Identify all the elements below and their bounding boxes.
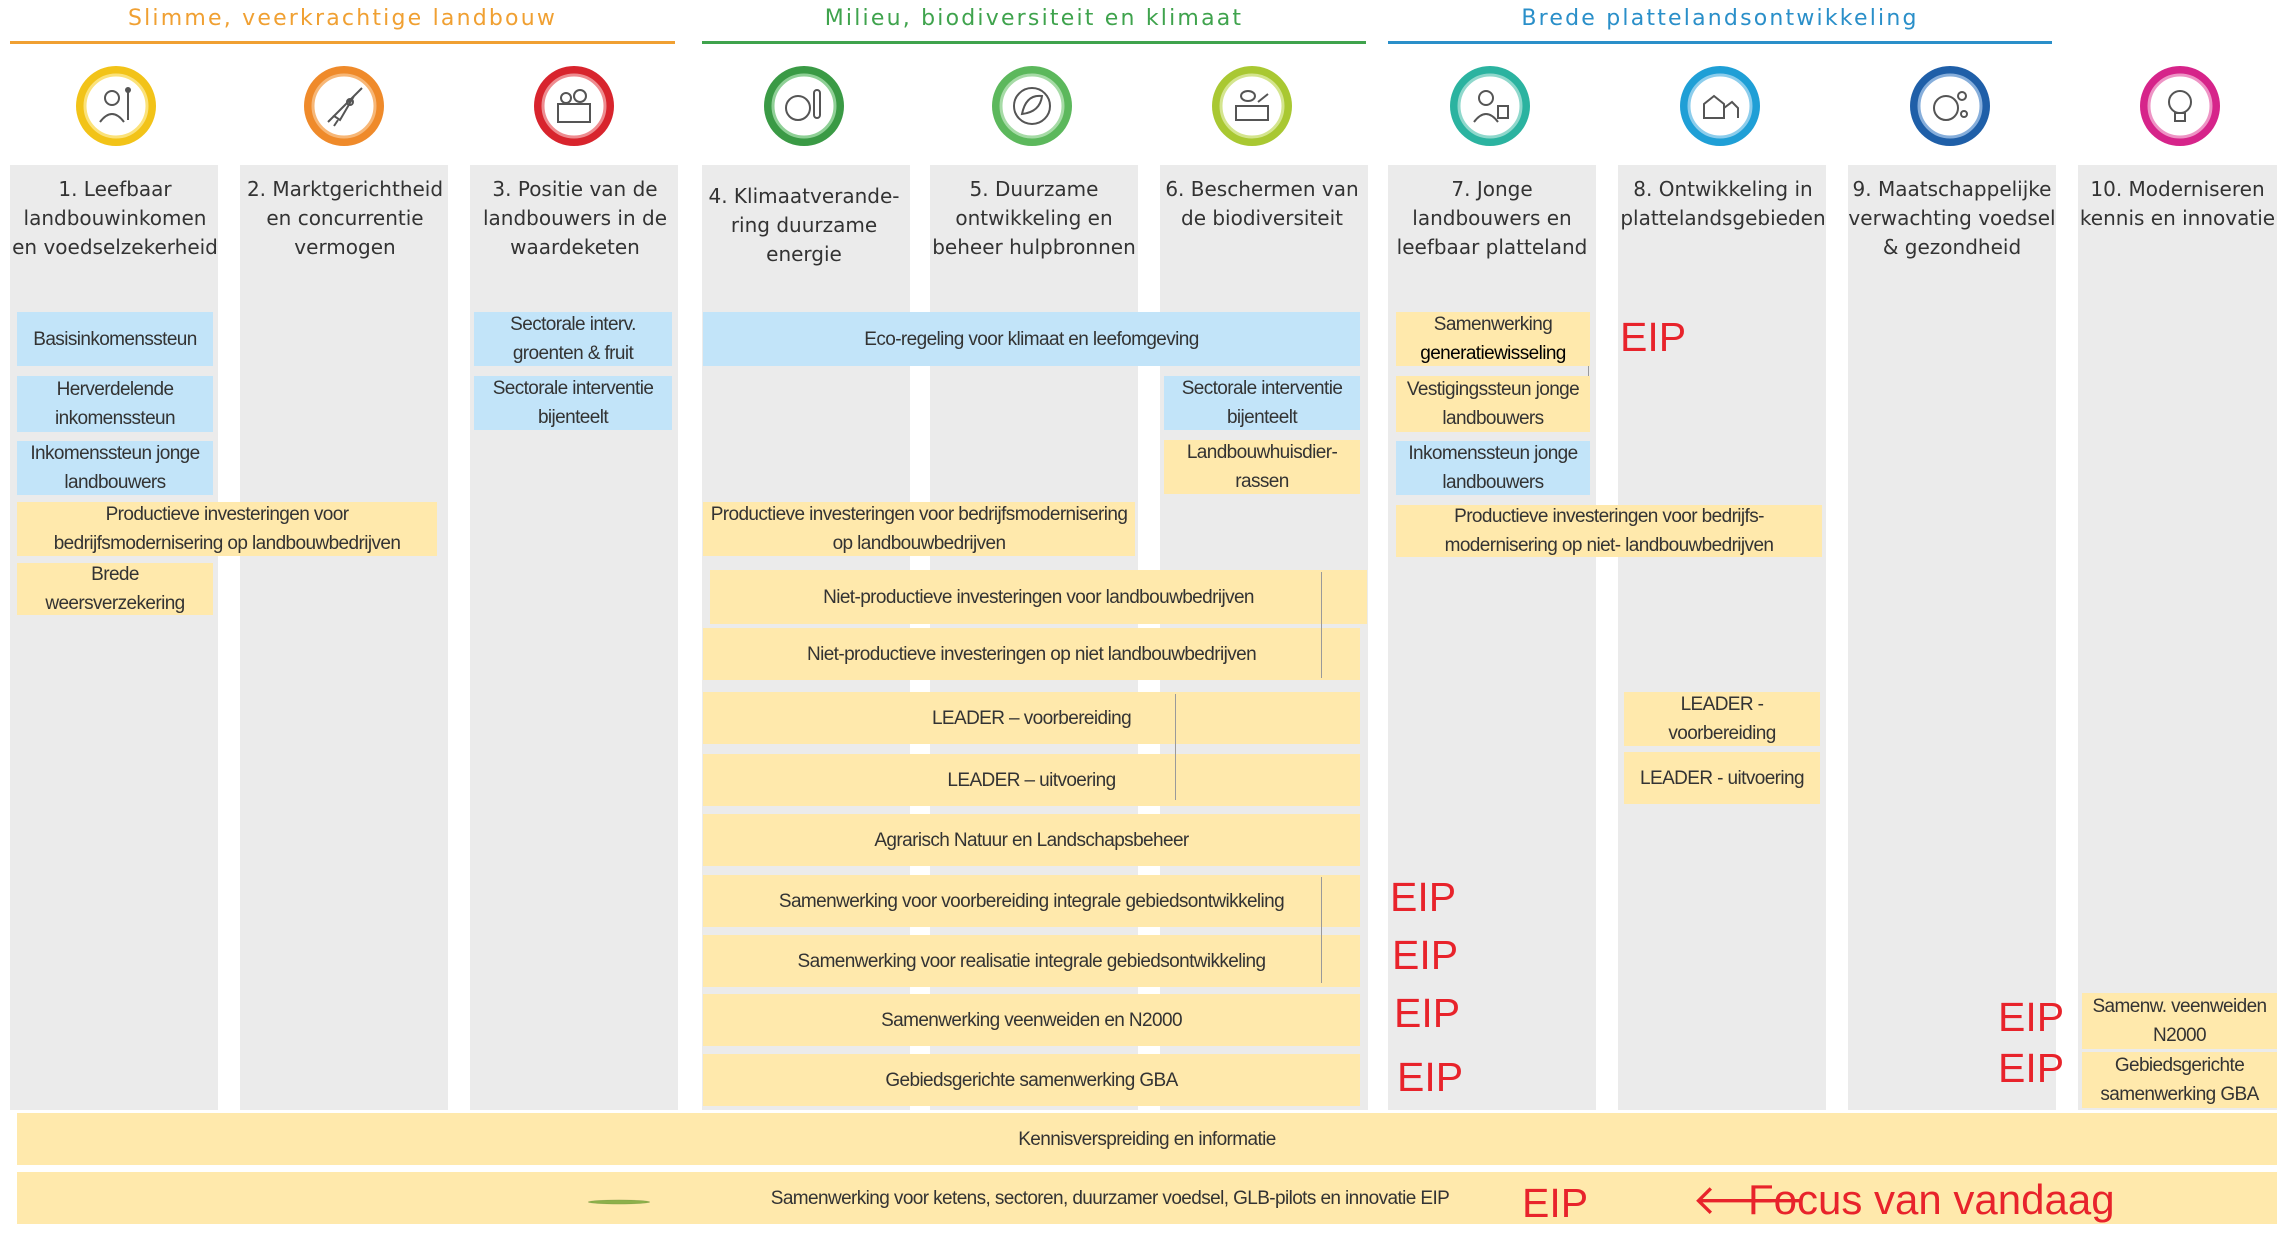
intervention-niet-productieve-niet-landbouw: Niet-productieve investeringen op niet l… <box>703 628 1360 680</box>
intervention-inkomenssteun-jonge-landbouwers: Inkomenssteun jonge landbouwers <box>17 441 213 495</box>
group-underline <box>1388 41 2052 44</box>
intervention-vestigingssteun: Vestigingssteun jonge landbouwers <box>1396 376 1590 432</box>
intervention-sectorale-groenten-fruit: Sectorale interv. groenten & fruit <box>474 312 672 366</box>
objective-column <box>470 165 678 1110</box>
leaf-icon <box>992 66 1072 146</box>
eip-label: EIP <box>1397 1054 1464 1100</box>
divider-line <box>1588 312 1589 422</box>
box-line: Samenwerking <box>1433 314 1553 335</box>
objective-title-3: 3. Positie van de landbouwers in de waar… <box>482 177 668 259</box>
objective-column <box>240 165 448 1110</box>
intervention-productieve-investeringen: Productieve investeringen voor bedrijfsm… <box>17 502 437 556</box>
intervention-leader-uitvoering: LEADER - uitvoering <box>1624 752 1820 804</box>
eip-label: EIP <box>1394 990 1461 1036</box>
eip-label: EIP <box>1620 314 1687 360</box>
focus-label: Focus van vandaag <box>1748 1176 2115 1223</box>
intervention-leader-voorbereiding: LEADER – voorbereiding <box>703 692 1360 744</box>
intervention-sectorale-bijenteelt: Sectorale interventie bijenteelt <box>1164 376 1360 430</box>
intervention-inkomenssteun-jonge-landbouwers: Inkomenssteun jonge landbouwers <box>1396 441 1590 495</box>
objective-column <box>1618 165 1826 1110</box>
intervention-niet-productieve-investeringen: Niet-productieve investeringen voor land… <box>710 570 1367 624</box>
intervention-samenwerking-voorbereiding: Samenwerking voor voorbereiding integral… <box>703 875 1360 927</box>
objective-column <box>1848 165 2056 1110</box>
intervention-agrarisch-natuurbeheer: Agrarisch Natuur en Landschapsbeheer <box>703 814 1360 866</box>
intervention-ketens-row <box>17 1172 2277 1224</box>
intervention-samenwerking-ketens: Samenwerking voor ketens, sectoren, duur… <box>770 1187 1450 1209</box>
intervention-samenw-veenweiden: Samenw. veenweiden N2000 <box>2082 993 2277 1049</box>
objective-title-2: 2. Marktgerichtheid en concurrentie verm… <box>246 177 444 259</box>
basket-icon <box>534 66 614 146</box>
eip-label: EIP <box>1392 932 1459 978</box>
intervention-sectorale-bijenteelt: Sectorale interventie bijenteelt <box>474 376 672 430</box>
intervention-herverdelende-inkomenssteun: Herverdelende inkomenssteun <box>17 376 213 432</box>
young-farmer-icon <box>1450 66 1530 146</box>
intervention-productieve-investeringen: Productieve investeringen voor bedrijfsm… <box>703 502 1135 556</box>
eip-label: EIP <box>1998 994 2065 1040</box>
box-line-bold: generatiewisseling <box>1420 343 1566 364</box>
village-icon <box>1680 66 1760 146</box>
objective-title-9: 9. Maatschappelijke verwachting voedsel … <box>1848 177 2056 259</box>
intervention-leader-uitvoering: LEADER – uitvoering <box>703 754 1360 806</box>
divider-line <box>1321 572 1322 678</box>
intervention-eco-regeling: Eco-regeling voor klimaat en leefomgevin… <box>703 312 1360 366</box>
intervention-basisinkomenssteun: Basisinkomenssteun <box>17 312 213 366</box>
intervention-leader-voorbereiding: LEADER - voorbereiding <box>1624 692 1820 746</box>
lightbulb-icon <box>2140 66 2220 146</box>
objective-title-6: 6. Beschermen van de biodiversiteit <box>1165 177 1359 230</box>
focus-arrow-icon: 🡐 <box>1692 1176 1805 1223</box>
divider-line <box>1175 694 1176 800</box>
climate-icon <box>764 66 844 146</box>
objective-title-7: 7. Jonge landbouwers en leefbaar plattel… <box>1396 177 1588 259</box>
intervention-productieve-investeringen-niet-landbouw: Productieve investeringen voor bedrijfs-… <box>1396 505 1822 557</box>
eip-label: EIP <box>1390 874 1457 920</box>
intervention-gebiedsgerichte-samenwerking: Gebiedsgerichte samenwerking GBA <box>2082 1052 2277 1108</box>
focus-ellipse <box>588 1199 650 1205</box>
objective-title-8: 8. Ontwikkeling in plattelandsgebieden <box>1620 177 1826 230</box>
divider-line <box>1321 877 1322 983</box>
group-title-rural-development: Brede plattelandsontwikkeling <box>1521 6 1919 31</box>
intervention-gebiedsgerichte-samenwerking: Gebiedsgerichte samenwerking GBA <box>703 1054 1360 1106</box>
objective-title-10: 10. Moderniseren kennis en innovatie <box>2079 177 2276 230</box>
rocket-icon <box>304 66 384 146</box>
eip-label: EIP <box>1998 1045 2065 1091</box>
objective-title-5: 5. Duurzame ontwikkeling en beheer hulpb… <box>932 177 1136 259</box>
group-title-smart-agriculture: Slimme, veerkrachtige landbouw <box>127 6 558 31</box>
intervention-brede-weersverzekering: Brede weersverzekering <box>17 563 213 615</box>
eip-label: EIP <box>1522 1180 1589 1226</box>
bee-icon <box>1212 66 1292 146</box>
food-icon <box>1910 66 1990 146</box>
objective-title-1: 1. Leefbaar landbouwinkomen en voedselze… <box>12 177 218 259</box>
group-underline <box>702 41 1366 44</box>
objective-column <box>2078 165 2277 1110</box>
intervention-samenwerking-generatiewisseling: Samenwerking generatiewisseling <box>1396 312 1590 366</box>
intervention-samenwerking-veenweiden: Samenwerking veenweiden en N2000 <box>703 994 1360 1046</box>
farmer-icon <box>76 66 156 146</box>
group-title-environment: Milieu, biodiversiteit en klimaat <box>824 6 1244 31</box>
intervention-landbouwhuisdierrassen: Landbouwhuisdier-rassen <box>1164 440 1360 494</box>
objective-column <box>10 165 218 1110</box>
intervention-kennisverspreiding: Kennisverspreiding en informatie <box>17 1113 2277 1165</box>
intervention-samenwerking-realisatie: Samenwerking voor realisatie integrale g… <box>703 935 1360 987</box>
group-underline <box>10 41 675 44</box>
objective-title-4: 4. Klimaatverande-ring duurzame energie <box>708 184 900 266</box>
